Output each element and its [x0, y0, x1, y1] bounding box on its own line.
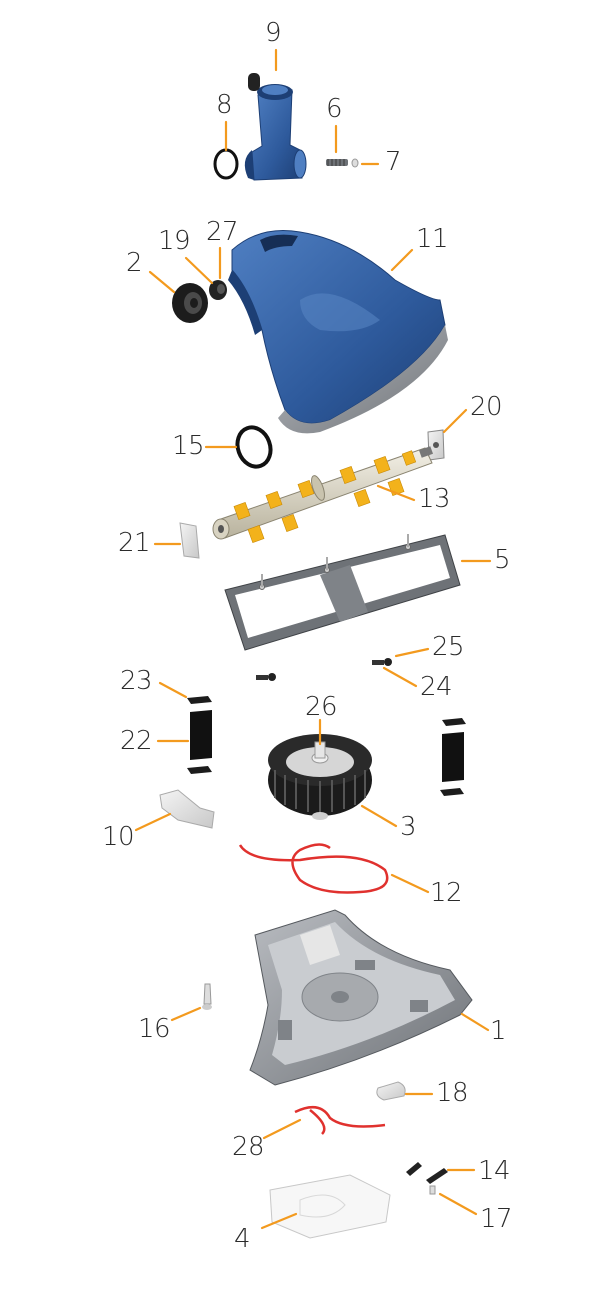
- label-part-28: 28: [232, 1132, 265, 1162]
- label-part-20: 20: [470, 392, 503, 422]
- label-part-19: 19: [158, 226, 191, 256]
- part-5-frame: [224, 534, 461, 651]
- label-part-1: 1: [490, 1016, 507, 1046]
- part-22-blocks: [187, 696, 466, 796]
- part-21-pad: [179, 522, 200, 559]
- label-part-6: 6: [326, 94, 343, 124]
- label-part-24: 24: [420, 672, 453, 702]
- label-part-18: 18: [436, 1078, 469, 1108]
- part-6-pin: [326, 159, 348, 166]
- label-part-2: 2: [126, 248, 143, 278]
- label-part-8: 8: [216, 90, 233, 120]
- label-part-23: 23: [120, 666, 153, 696]
- part-1-base: [249, 909, 473, 1086]
- part-14-clips: [406, 1162, 448, 1195]
- label-part-27: 27: [206, 217, 239, 247]
- leader-lines: [134, 48, 492, 1230]
- part-9-swivel: [244, 73, 307, 181]
- label-part-9: 9: [265, 18, 282, 48]
- part-2-wheel: [172, 283, 208, 323]
- part-3-turbine: [268, 734, 372, 820]
- part-7-washer: [351, 158, 359, 168]
- label-part-16: 16: [138, 1014, 171, 1044]
- part-28-gasket: [294, 1105, 386, 1135]
- part-13-roller: [212, 446, 434, 544]
- part-4-plate: [269, 1174, 391, 1239]
- label-part-15: 15: [172, 431, 205, 461]
- label-part-17: 17: [480, 1204, 513, 1234]
- label-part-11: 11: [416, 224, 449, 254]
- part-18-latch: [376, 1081, 406, 1101]
- label-part-12: 12: [430, 878, 463, 908]
- label-part-26: 26: [305, 692, 338, 722]
- label-part-3: 3: [400, 812, 417, 842]
- label-part-10: 10: [102, 822, 135, 852]
- label-part-22: 22: [120, 726, 153, 756]
- part-16-pin: [202, 983, 212, 1010]
- part-15-belt: [235, 425, 273, 469]
- label-part-7: 7: [385, 147, 402, 177]
- part-12-gasket: [238, 843, 389, 894]
- label-part-13: 13: [418, 484, 451, 514]
- part-24-screws: [256, 658, 392, 681]
- label-part-25: 25: [432, 632, 465, 662]
- label-part-5: 5: [494, 545, 511, 575]
- label-part-4: 4: [234, 1224, 251, 1254]
- part-10-clip: [159, 789, 215, 829]
- part-11-cover: [228, 229, 448, 434]
- part-19-bushing: [209, 280, 227, 300]
- part-20-bracket: [427, 429, 445, 461]
- part-8-oring: [213, 148, 239, 180]
- label-part-14: 14: [478, 1156, 511, 1186]
- label-part-21: 21: [118, 528, 151, 558]
